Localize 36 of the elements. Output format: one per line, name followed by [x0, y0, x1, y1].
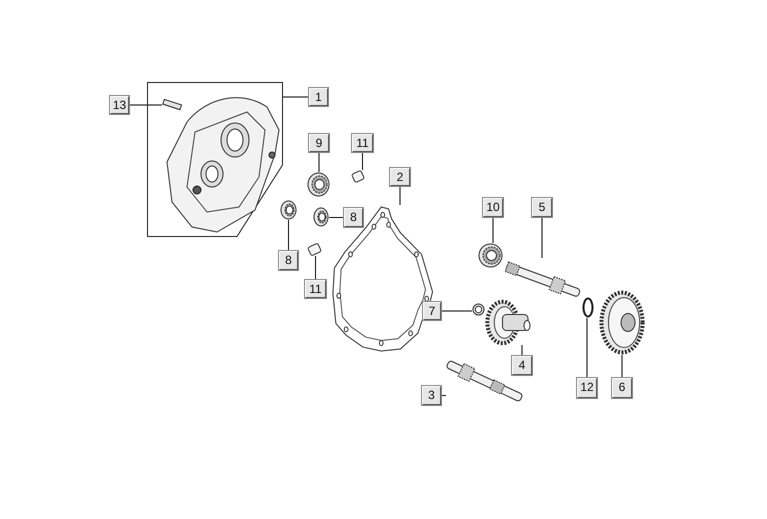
- callout-number: 1: [309, 88, 328, 106]
- callout-number: 4: [512, 356, 532, 375]
- callout-number: 11: [305, 280, 326, 298]
- washer-drawing: [472, 303, 485, 316]
- callout-number: 13: [110, 96, 129, 114]
- callout-number: 2: [390, 168, 410, 186]
- dowel-pin-drawing: [308, 243, 321, 256]
- bearing-drawing: [478, 243, 503, 268]
- callout-number: 12: [577, 378, 597, 398]
- leader-line: [492, 216, 494, 244]
- callout-number: 8: [279, 251, 298, 270]
- leader-line: [288, 220, 289, 252]
- leader-line: [128, 104, 162, 106]
- leader-line: [586, 318, 588, 378]
- bearing-drawing: [307, 172, 330, 197]
- bearing-drawing: [280, 200, 297, 220]
- callout-number: 6: [612, 378, 632, 398]
- callout-number: 3: [422, 386, 441, 405]
- callout-number: 5: [532, 198, 552, 217]
- leader-line: [440, 310, 472, 312]
- gear-drawing: [485, 300, 531, 345]
- bearing-drawing: [313, 207, 329, 227]
- circlip-drawing: [582, 297, 594, 318]
- callout-number: 11: [352, 134, 373, 152]
- leader-line: [315, 256, 316, 280]
- callout-number: 8: [344, 208, 363, 227]
- leader-line: [328, 217, 344, 218]
- assembly-frame: [147, 82, 283, 237]
- callout-number: 10: [483, 198, 503, 217]
- leader-line: [318, 152, 320, 172]
- gasket-drawing: [330, 205, 434, 353]
- leader-line: [282, 96, 310, 98]
- callout-number: 9: [309, 134, 329, 152]
- leader-line: [362, 152, 363, 170]
- dowel-pin-drawing: [352, 170, 364, 183]
- callout-number: 7: [423, 302, 441, 320]
